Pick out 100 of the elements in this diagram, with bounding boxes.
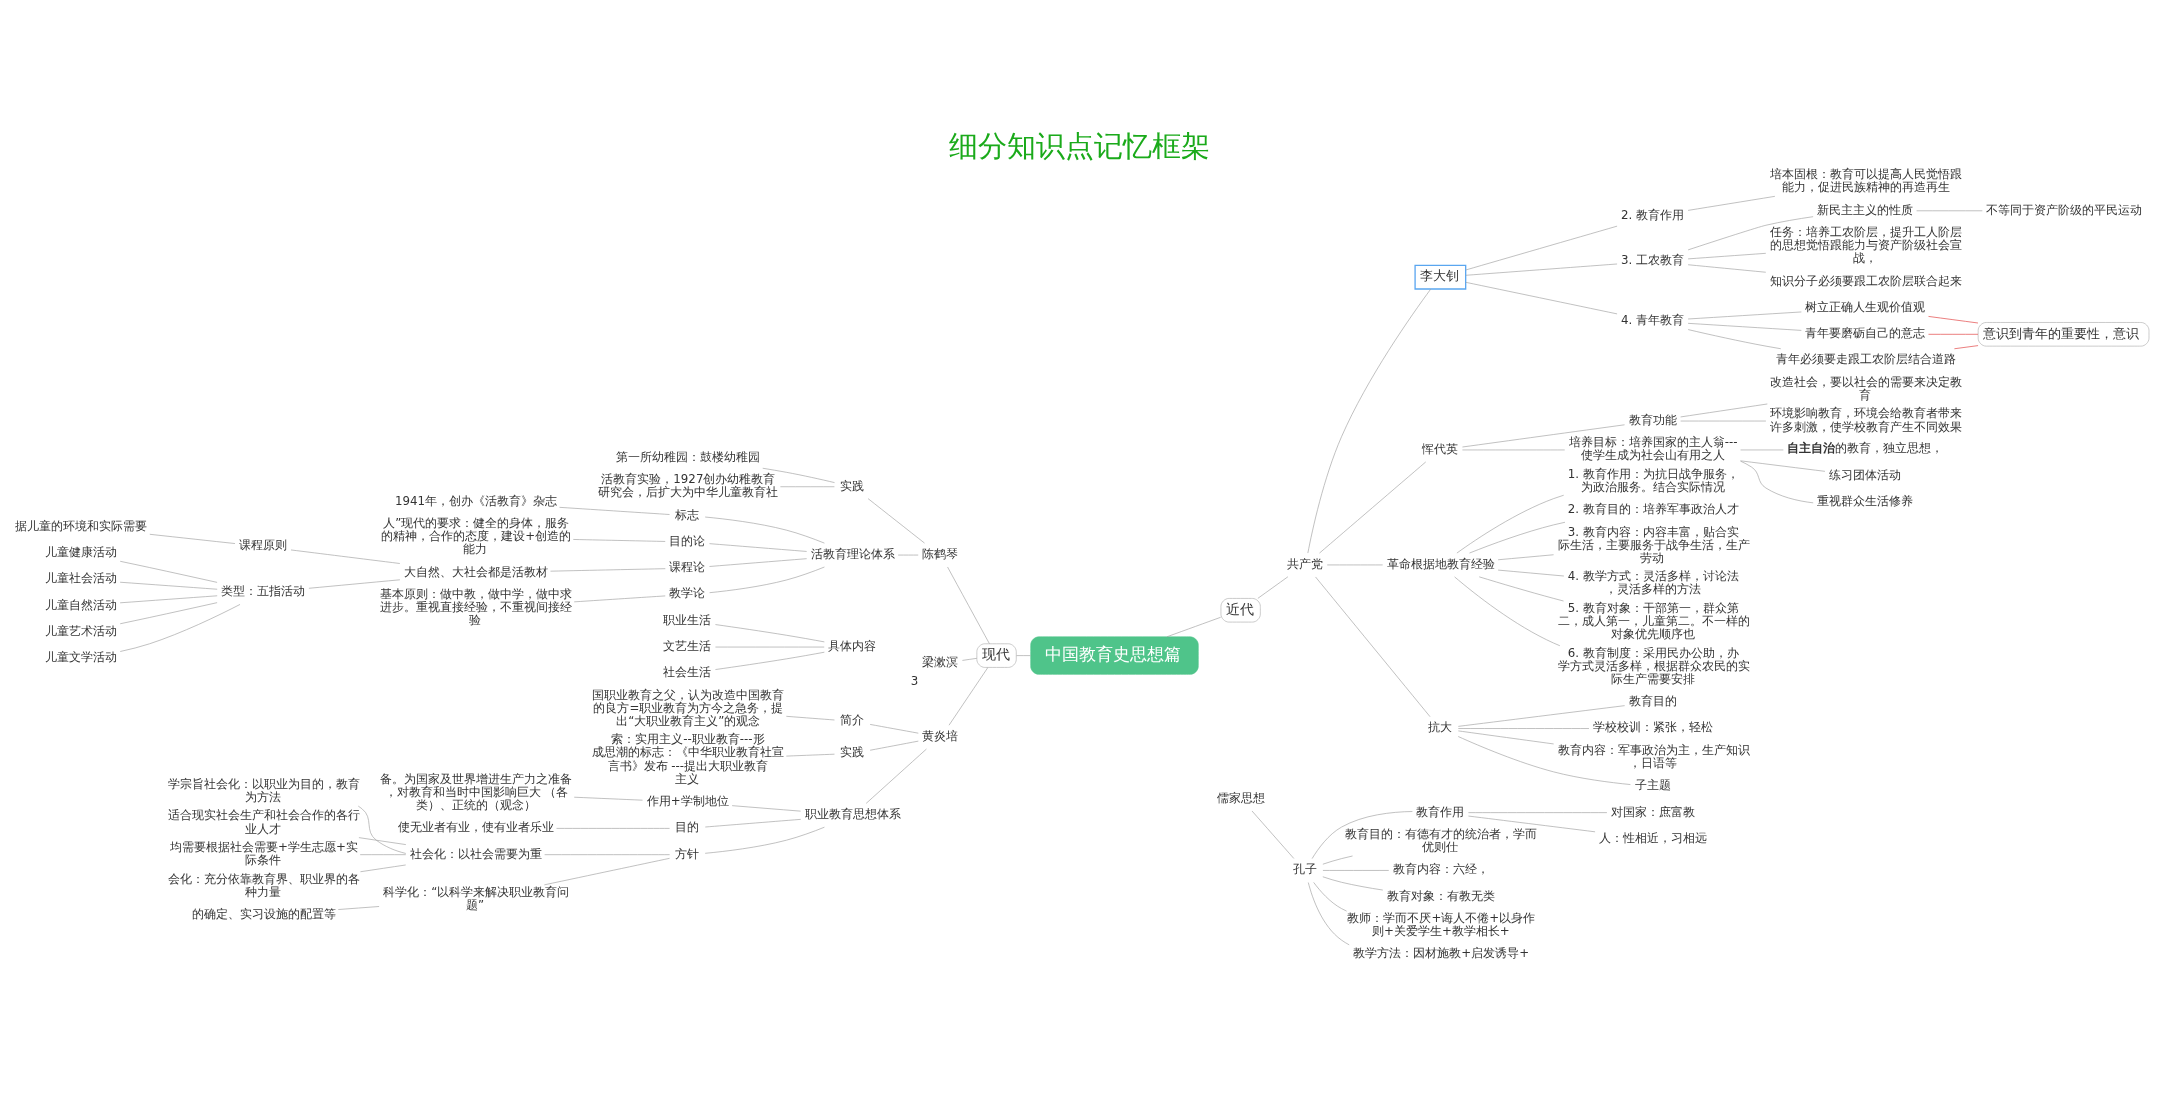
connector [1251, 810, 1295, 859]
connector [119, 560, 218, 583]
connector [1687, 323, 1802, 331]
node-text: 恽代英 [1422, 441, 1459, 456]
connector [572, 539, 666, 542]
node-text: 的确定、实习设施的配置等 [191, 907, 336, 922]
node-text: 新民主主义的性质 [1817, 202, 1914, 217]
node-text: 简介 [840, 713, 865, 728]
connector [1454, 576, 1561, 647]
connector [1016, 655, 1031, 656]
node-text: 抗大 [1428, 720, 1453, 735]
connector [1307, 882, 1350, 946]
node-text: 练习团体活动 [1829, 468, 1902, 483]
node-text: 作用+学制地位 [646, 794, 729, 808]
node-text: 1941年，创办《活教育》杂志 [395, 493, 558, 508]
node-text: 自主自治的教育，独立思想， [1787, 441, 1944, 456]
connector [573, 595, 666, 603]
connector [1687, 253, 1767, 260]
connector [897, 554, 919, 556]
node-text: 人”现代的要求：健全的身体，服务的精神，合作的态度，建设+创造的能力 [381, 516, 572, 557]
node-text: 科学化：“以科学来解决职业教育问题” [383, 884, 570, 912]
connector [1311, 811, 1413, 859]
node-text: 标志 [675, 507, 700, 522]
connector [544, 854, 670, 855]
node-text: 文艺生活 [663, 638, 712, 653]
node-text: 教学论 [669, 586, 706, 601]
node-text: 树立正确人生观价值观 [1805, 299, 1926, 314]
connector [1928, 316, 1979, 324]
connector [1457, 705, 1625, 727]
connector [709, 543, 807, 552]
node-text: 改造社会，要以社会的需要来决定教育 [1769, 374, 1962, 402]
connector [308, 579, 401, 589]
node-text: 社会生活 [663, 665, 712, 680]
node-text: 陈鹤琴 [922, 546, 959, 561]
node-text: 儿童艺术活动 [44, 623, 117, 638]
node-text: 基本原则：做中教，做中学，做中求进步。重视直接经验，不重视间接经验 [380, 587, 573, 628]
node-text: 教育内容：六经， [1392, 862, 1489, 877]
connector [715, 646, 825, 648]
node-text: 索：实用主义--职业教育---形成思潮的标志：《中华职业教育社宣言书》发布 ---提出大职业教育主义 [592, 732, 785, 786]
connector [869, 740, 919, 751]
connector [119, 602, 218, 625]
connector [559, 507, 670, 515]
node-text: 教育功能 [1628, 412, 1677, 427]
connector [709, 566, 825, 594]
node-text: 学校校训：紧张，轻松 [1593, 720, 1714, 735]
node-text: 青年必须要走跟工农阶层结合道路 [1775, 352, 1956, 367]
node-text: 教师：学而不厌+诲人不倦+以身作则+关爱学生+教学相长+ [1347, 910, 1536, 939]
connector [1680, 403, 1768, 418]
node-text: 职业生活 [663, 612, 712, 627]
node-text: 1. 教育作用：为抗日战争服务，为政治服务。结合实际情况 [1567, 466, 1739, 494]
node-label: 3 [910, 673, 919, 688]
connector [544, 858, 670, 886]
node-text: 任务：培养工农阶层，提升工人阶层的思想觉悟跟能力与资产阶级社会宣战， [1769, 225, 1962, 266]
node-text: 适合现实社会生产和社会合作的各行业人才 [168, 808, 361, 836]
connector [550, 568, 666, 572]
connector [1687, 311, 1802, 320]
node-text: 均需要根据社会需要+学生志愿+实际条件 [170, 840, 358, 868]
connector [947, 566, 990, 644]
connector [119, 595, 218, 604]
connector [119, 581, 218, 590]
connector [360, 864, 407, 873]
node-text: 黄炎培 [922, 728, 959, 743]
node-text: 对国家：庶富教 [1610, 804, 1695, 819]
connector [762, 467, 835, 483]
node-text: 职业教育思想体系 [804, 807, 901, 822]
connector [290, 549, 401, 564]
node-text: 4. 青年教育 [1621, 313, 1685, 328]
node-text: 儿童自然活动 [44, 597, 117, 612]
connector [1257, 576, 1289, 599]
node-text: 方针 [675, 846, 700, 861]
connector [1465, 282, 1618, 315]
node-text: 4. 教学方式：灵活多样，讨论法，灵活多样的方法 [1567, 569, 1739, 597]
connector [1315, 576, 1431, 718]
node-text: 社会化：以社会需要为重 [409, 846, 542, 861]
node-text: 儿童健康活动 [44, 544, 117, 559]
connector [1954, 345, 1979, 350]
node-text: 5. 教育对象：干部第一，群众第二，成人第一，儿童第二。不一样的对象优先顺序也 [1557, 600, 1750, 642]
connector [1307, 288, 1432, 554]
connector [149, 533, 236, 544]
node-text: 实践 [840, 745, 865, 760]
connector [1497, 569, 1565, 577]
connector [1497, 554, 1554, 561]
connector [715, 651, 825, 670]
connector [1166, 616, 1222, 638]
node-text: 会化：充分依靠教育界、职业界的各种力量 [168, 871, 361, 899]
node-text: 子主题 [1634, 778, 1671, 793]
node-text: 革命根据地教育经验 [1386, 556, 1495, 571]
node-box: 意识到青年的重要性，意识 [1977, 322, 2150, 347]
connector [867, 498, 925, 544]
connector [1462, 424, 1625, 448]
connector [715, 624, 825, 643]
node-text: 国职业教育之父，认为改造中国教育的良方=职业教育为方今之急务，提出“大职业教育主义”的观念 [592, 687, 785, 728]
connector [1456, 494, 1565, 554]
node-text: 活教育理论体系 [810, 546, 895, 561]
connector [1457, 728, 1590, 729]
connector [962, 658, 978, 661]
connector [1326, 564, 1383, 566]
connector [786, 753, 835, 757]
connector [1322, 876, 1384, 891]
node-box: 现代 [976, 643, 1017, 668]
